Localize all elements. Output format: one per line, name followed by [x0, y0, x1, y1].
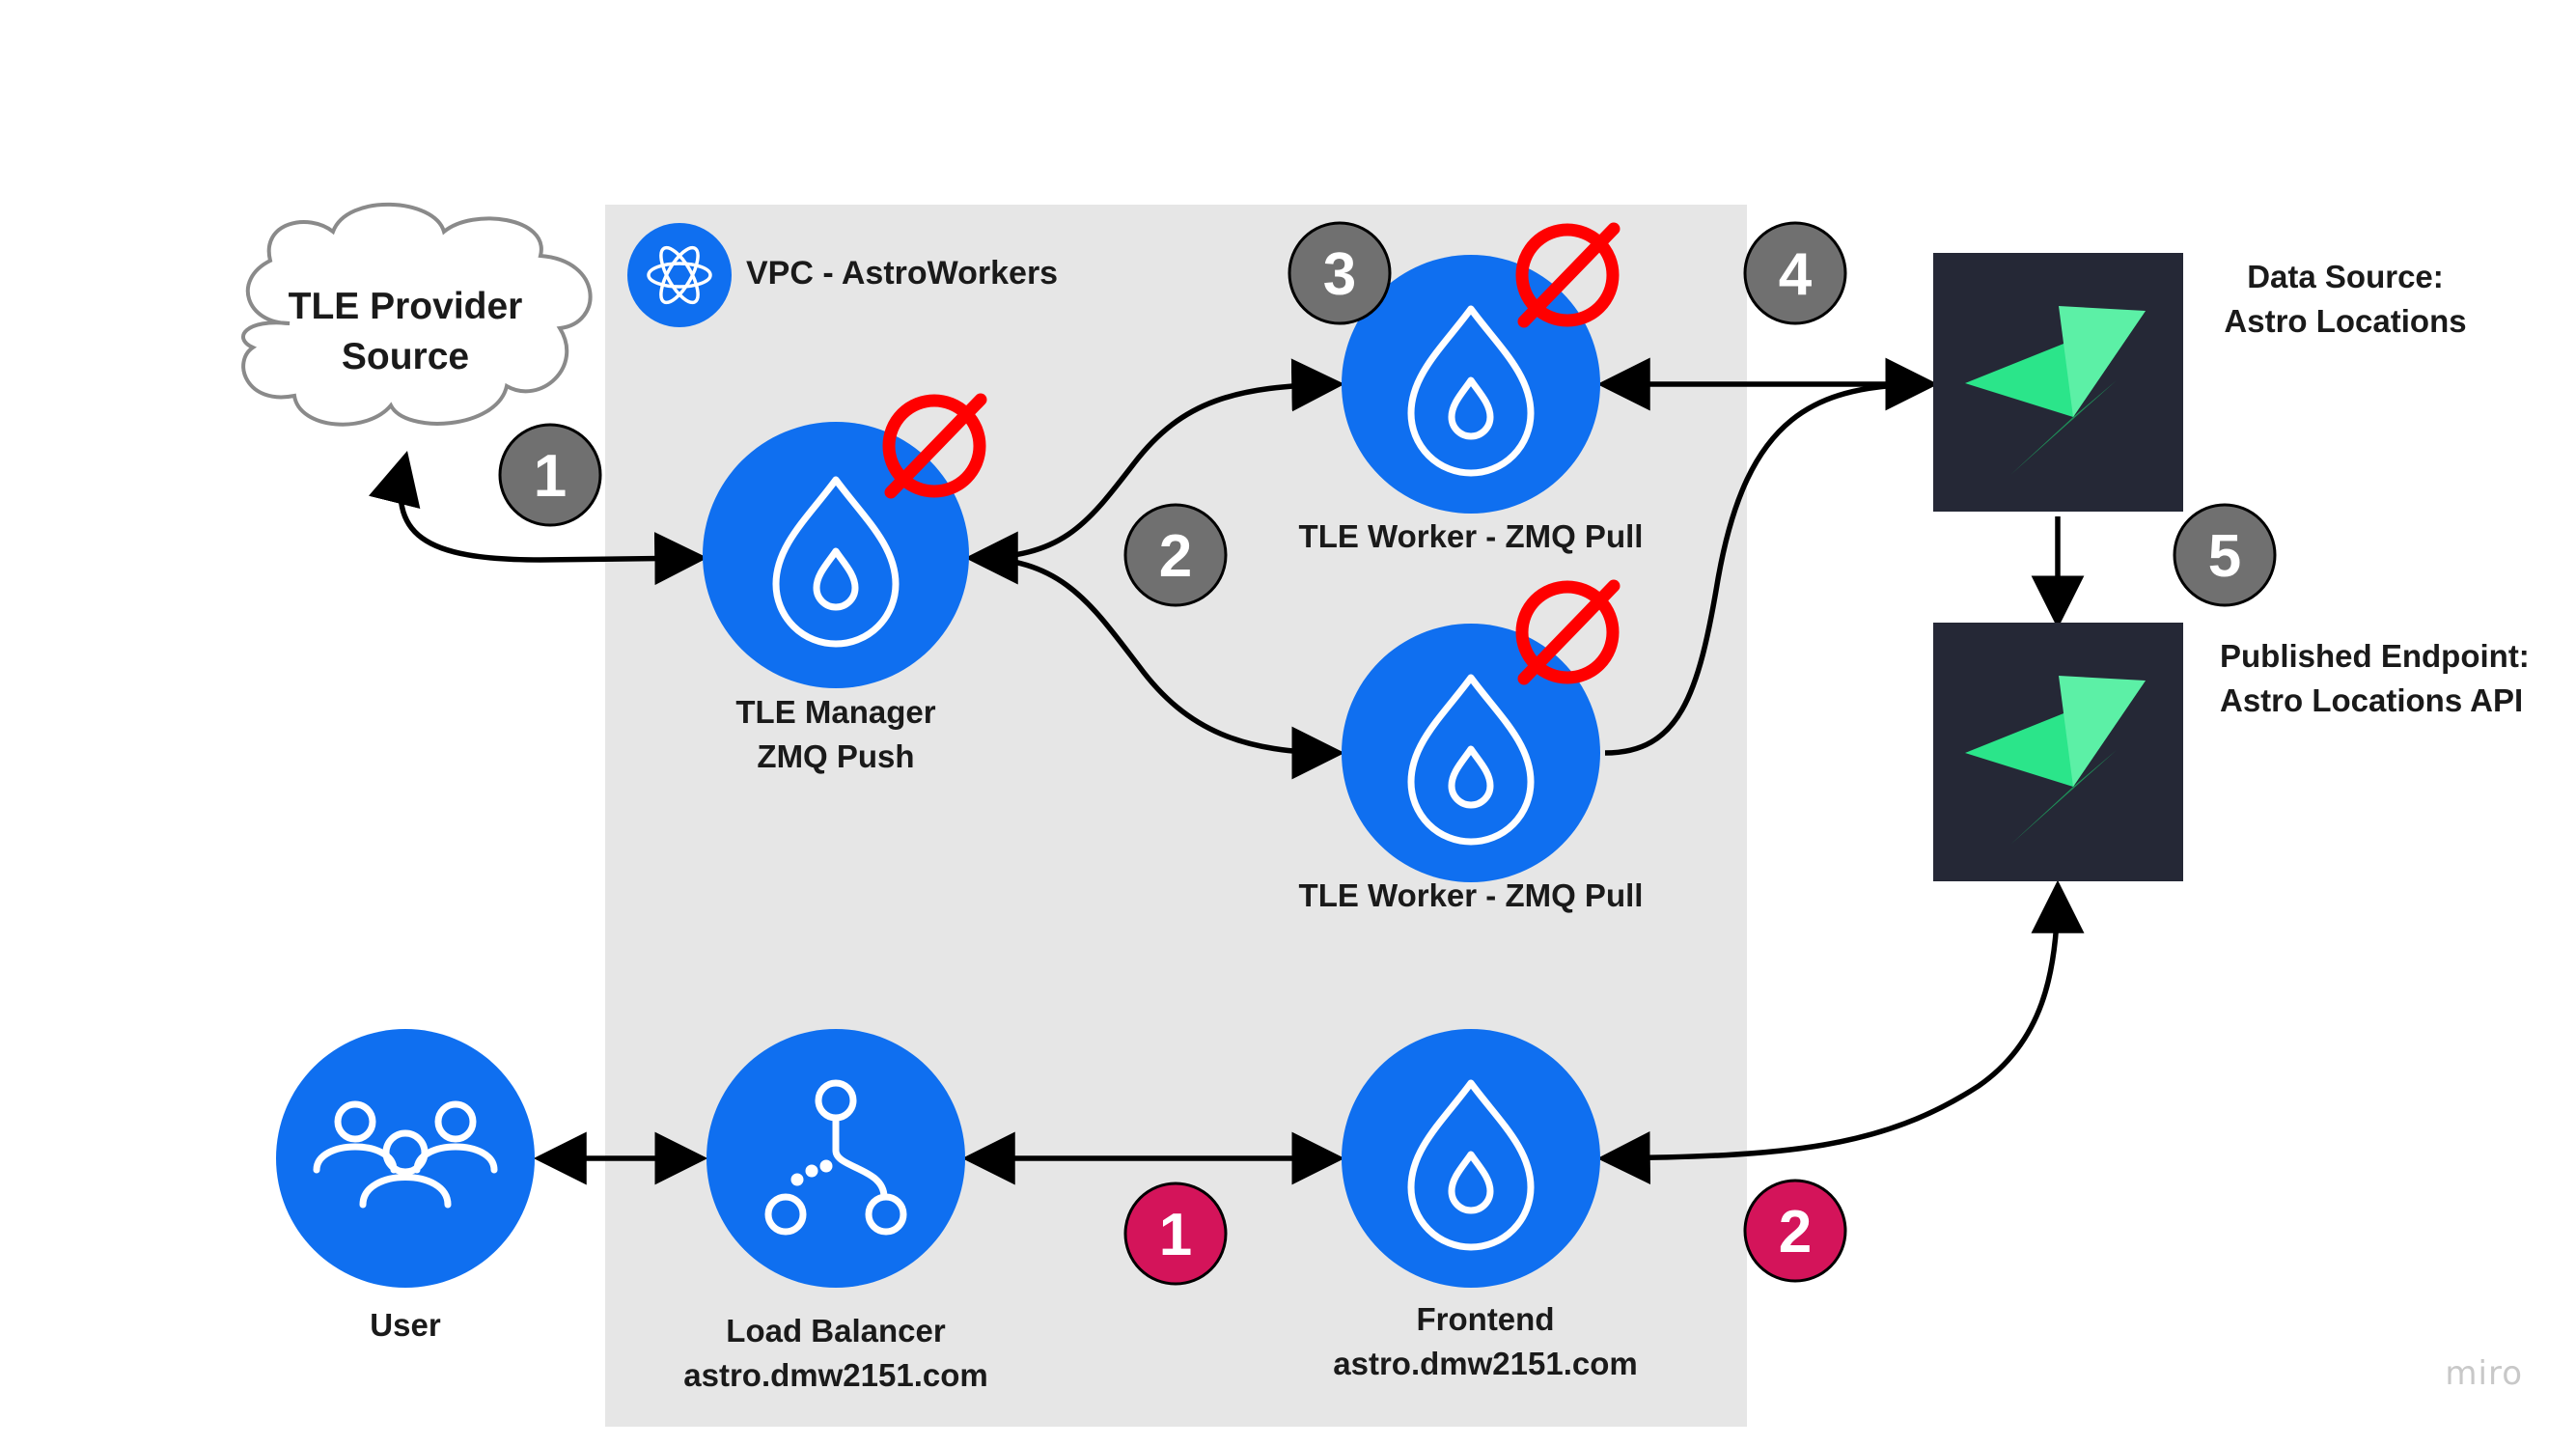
frontend-label-line2: astro.dmw2151.com [1333, 1346, 1638, 1381]
tle-manager-label-line2: ZMQ Push [757, 738, 915, 774]
routing-icon [764, 1079, 907, 1236]
svg-text:3: 3 [1323, 241, 1356, 308]
step-badge-gray-4: 4 [1743, 221, 1847, 325]
cloud-label: TLE Provider Source [261, 282, 550, 382]
data-source-tile[interactable] [1933, 253, 2183, 512]
step-badge-gray-5: 5 [2173, 503, 2277, 607]
tle-manager-label: TLE Manager ZMQ Push [691, 690, 981, 779]
cloud-label-line1: TLE Provider [288, 286, 523, 327]
vpc-title: VPC - AstroWorkers [746, 255, 1059, 292]
edge-worker-bottom-datasource [1604, 381, 1931, 756]
cloud-shape [241, 202, 593, 427]
orbit-icon [647, 245, 712, 305]
worker-bottom-label: TLE Worker - ZMQ Pull [1298, 877, 1644, 913]
load-balancer-label-line2: astro.dmw2151.com [683, 1357, 988, 1393]
svg-text:5: 5 [2208, 523, 2241, 590]
step-badge-pink-2: 2 [1743, 1179, 1847, 1283]
frontend-label: Frontend astro.dmw2151.com [1292, 1297, 1678, 1386]
data-source-label-line1: Data Source: [2247, 259, 2444, 294]
tle-manager-label-line1: TLE Manager [735, 694, 936, 730]
frontend-node[interactable] [1342, 1029, 1600, 1288]
users-icon [313, 1100, 498, 1209]
worker-top-label: TLE Worker - ZMQ Pull [1298, 518, 1644, 554]
vpc-icon [627, 223, 732, 327]
step-badge-pink-1: 1 [1123, 1182, 1228, 1286]
cloud-label-line2: Source [341, 336, 470, 377]
svg-text:4: 4 [1779, 241, 1813, 308]
edge-manager-worker-top [964, 358, 1345, 585]
svg-text:2: 2 [1779, 1199, 1812, 1265]
frontend-label-line1: Frontend [1416, 1301, 1555, 1337]
edge-frontend-published [1596, 879, 2085, 1184]
edge-cloud-manager [369, 450, 708, 586]
edge-manager-worker-bottom [972, 555, 1345, 780]
load-balancer-node[interactable] [706, 1029, 965, 1288]
step-badge-gray-1: 1 [498, 423, 602, 527]
published-endpoint-tile[interactable] [1933, 623, 2183, 881]
published-label-line1: Published Endpoint: [2220, 638, 2530, 674]
miro-watermark: miro [2445, 1354, 2523, 1393]
user-label: User [370, 1307, 441, 1343]
tle-worker-top-node[interactable] [1342, 255, 1600, 514]
published-label: Published Endpoint: Astro Locations API [2220, 634, 2530, 723]
published-label-line2: Astro Locations API [2220, 682, 2524, 718]
user-node[interactable] [276, 1029, 535, 1288]
svg-text:1: 1 [534, 443, 567, 510]
connectors [369, 357, 2085, 1185]
svg-text:1: 1 [1159, 1202, 1192, 1268]
svg-text:2: 2 [1159, 523, 1192, 590]
load-balancer-label: Load Balancer astro.dmw2151.com [643, 1309, 1029, 1398]
data-source-label: Data Source: Astro Locations [2191, 255, 2500, 344]
data-source-label-line2: Astro Locations [2224, 303, 2467, 339]
tle-worker-bottom-node[interactable] [1342, 624, 1600, 882]
load-balancer-label-line1: Load Balancer [726, 1313, 946, 1349]
step-badge-gray-2: 2 [1123, 503, 1228, 607]
step-badge-gray-3: 3 [1288, 221, 1392, 325]
